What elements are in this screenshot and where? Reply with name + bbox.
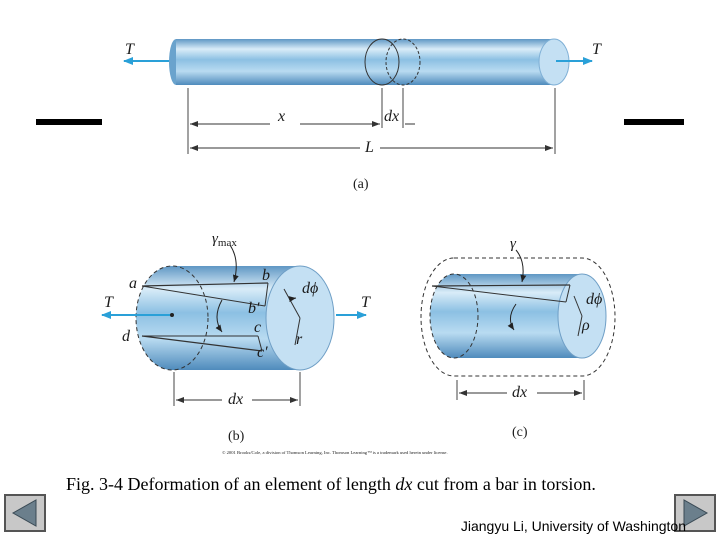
label-panel-b: (b)	[228, 429, 245, 444]
triangle-left-icon	[11, 499, 37, 527]
label-panel-a: (a)	[353, 177, 369, 192]
label-T-right: T	[592, 41, 602, 58]
label-x: x	[277, 108, 285, 125]
label-b-prime: b′	[248, 300, 260, 317]
panel-c: γ dϕ ρ dx (c)	[420, 236, 616, 440]
section-circle-2	[385, 38, 421, 86]
caption-prefix: Fig. 3-4 Deformation of an element of le…	[66, 474, 396, 494]
triangle-right-icon	[683, 499, 709, 527]
outer-dashed-boundary	[420, 257, 616, 377]
caption-suffix: cut from a bar in torsion.	[412, 474, 596, 494]
author-footer: Jiangyu Li, University of Washington	[460, 518, 686, 534]
label-r: r	[296, 331, 303, 348]
label-dx-b: dx	[228, 391, 243, 408]
label-b: b	[262, 267, 270, 284]
label-dx-c: dx	[512, 384, 527, 401]
left-black-bar	[36, 119, 102, 125]
copyright-text: © 2001 Brooks/Cole, a division of Thomso…	[222, 450, 448, 456]
label-c: c	[254, 319, 261, 336]
label-T-right-b: T	[361, 294, 371, 311]
label-d: d	[122, 328, 131, 345]
bar-b-left-end-outline	[135, 265, 209, 371]
label-T-left: T	[125, 41, 135, 58]
previous-slide-button[interactable]	[4, 494, 46, 532]
next-slide-button[interactable]	[674, 494, 716, 532]
label-dx-a: dx	[384, 108, 399, 125]
label-dphi-c: dϕ	[586, 291, 602, 308]
label-gamma-max: γmax	[212, 231, 237, 249]
panel-a: T T x dx L (a)	[123, 38, 602, 192]
label-T-left-b: T	[104, 294, 114, 311]
right-black-bar	[624, 119, 684, 125]
bar-b-left-end	[136, 266, 208, 370]
label-gamma: γ	[510, 236, 517, 252]
figure-caption: Fig. 3-4 Deformation of an element of le…	[66, 474, 676, 495]
panel-b: γmax a b b′ c c′ d r dϕ T T dx (b)	[101, 231, 371, 444]
bar-c-left-end	[430, 274, 478, 358]
bar-c-left-outline	[429, 273, 479, 359]
label-rho: ρ	[581, 317, 590, 334]
label-panel-c: (c)	[512, 425, 528, 440]
label-dphi-b: dϕ	[302, 280, 318, 297]
label-c-prime: c′	[257, 344, 268, 361]
section-circle-1	[364, 38, 400, 86]
caption-var: dx	[395, 474, 413, 494]
label-a: a	[129, 275, 137, 292]
label-L: L	[364, 139, 374, 156]
